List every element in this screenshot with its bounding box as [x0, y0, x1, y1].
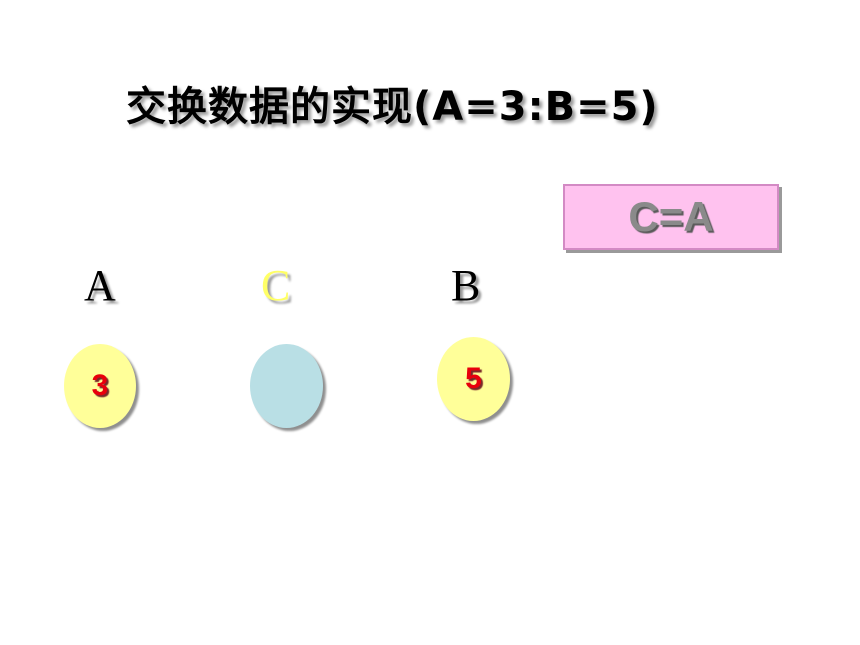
variable-circle-b: 5: [437, 337, 510, 421]
variable-circle-a: 3: [64, 344, 136, 428]
operation-box: C=A: [563, 184, 779, 250]
variable-circle-c: [250, 344, 323, 428]
variable-label-b: B: [451, 261, 481, 310]
variable-label-c: C: [261, 261, 291, 310]
operation-text: C=A: [628, 193, 714, 240]
variable-value-a: 3: [91, 369, 109, 402]
variable-label-a: A: [84, 261, 116, 310]
variable-value-b: 5: [465, 362, 482, 395]
slide-title: 交换数据的实现(A=3:B=5): [126, 84, 659, 130]
